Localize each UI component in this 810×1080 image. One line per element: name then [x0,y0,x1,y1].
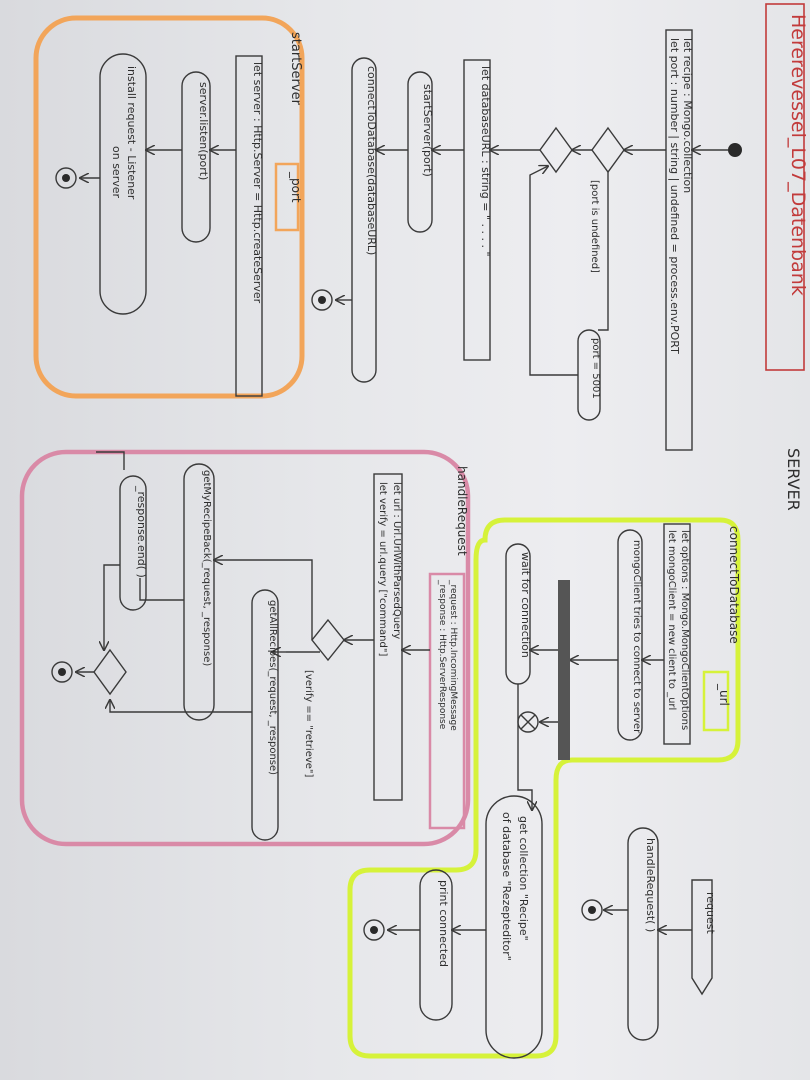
options-line2: let mongoClient = new client to _url [666,530,677,710]
install-listener-node [99,53,147,315]
start-server-activity: startServer _port let server : Http.Serv… [33,15,305,399]
request-final-node [581,899,603,921]
main-flow: let recipe : Mongo.collection let port :… [311,29,742,451]
listen-label: server.listen(port) [197,82,210,180]
tries-node [617,529,643,741]
start-server-final-node [55,167,77,189]
handle-request-param2: _response : Http.ServerResponse [437,579,447,730]
get-back-node [183,463,215,721]
port-guard: [port is undefined] [589,180,600,273]
get-all-label: getAllRecipes(_request, _response) [267,600,278,775]
handle-request-final-node [51,661,73,683]
main-merge-diamond [539,126,573,174]
start-server-name: startServer [288,32,303,106]
port-assign-label: port = 5001 [590,338,601,399]
db-url-label: let databaseURL : string = " . . . . " [479,66,492,257]
get-back-label: getMyRecipeBack(_request, _response) [201,470,212,666]
get-collection-line2: of database "Rezepteditor" [500,812,513,961]
connect-db-final-node [363,919,385,941]
title-frame: Hererevessel_L07_Datenbank [765,3,809,371]
start-server-frame [33,15,305,399]
connect-db-activity: connectToDatabase _url let options : Mon… [347,517,741,1059]
connect-db-name: connectToDatabase [727,526,741,644]
response-end-node [119,475,147,611]
fork-bar [558,580,570,760]
install-listener-line2: on server [110,146,123,198]
tries-label: mongoClient tries to connect to server [631,540,642,734]
verify-guard: [verify == "retrieve"] [303,670,314,778]
start-server-call-node [407,71,433,233]
handle-request-frame [19,449,471,847]
handle-request-param1: _request : Http.IncomingMessage [448,579,458,731]
main-declaration-line2: let port : number | string | undefined =… [668,38,681,354]
create-server-box [235,55,263,397]
create-server-label: let server : Http.Server = Http.createSe… [251,62,264,304]
main-declaration-box [665,29,693,451]
page-title: Hererevessel_L07_Datenbank [787,14,809,296]
connect-db-param-pin [702,670,730,732]
get-collection-line1: get collection "Recipe" [517,816,530,941]
connect-db-param: _url [717,683,731,706]
get-collection-node [485,795,543,1059]
main-decision-diamond [591,126,625,174]
listen-node [181,71,211,243]
response-end-label: _response.end( ) [135,485,148,578]
handle-merge-diamond [93,648,127,696]
main-declaration-line1: let recipe : Mongo.collection [681,38,694,193]
options-box [663,523,691,745]
install-listener-line1: install request - Listener [125,66,138,200]
connect-call-label: connectToDatabase(databaseURL) [365,66,378,255]
connect-db-frame [347,517,741,1059]
print-label: print connected [437,880,450,967]
request-event: request handleRequest( ) [581,827,717,1041]
main-initial-node [728,143,742,157]
handle-request-call-label: handleRequest( ) [644,838,657,932]
start-server-call-label: startServer(port) [421,84,434,177]
main-final-node [311,289,333,311]
url-box [373,473,403,801]
get-all-node [251,589,279,841]
handle-request-call-node [627,827,659,1041]
connect-call-node [351,57,377,383]
handle-request-param-pin [428,572,466,830]
handle-request-activity: handleRequest _request : Http.IncomingMe… [19,449,471,847]
request-signal-label: request [704,892,717,935]
handle-request-name: handleRequest [455,466,469,556]
options-line1: let options : Mongo.MongoClientOptions [679,530,690,730]
handle-decision-diamond [311,618,345,662]
wait-label: wait for connection [519,552,532,658]
url-line1: let url : Url.UrlWithParsedQuery [391,482,402,639]
url-line2: let verify = url.query ["command"] [377,482,388,656]
print-node [419,869,453,1021]
request-signal [691,879,713,996]
start-server-param: _port [289,171,303,203]
start-server-param-pin [274,162,300,232]
db-url-box [463,59,491,361]
server-label: SERVER [784,448,803,511]
